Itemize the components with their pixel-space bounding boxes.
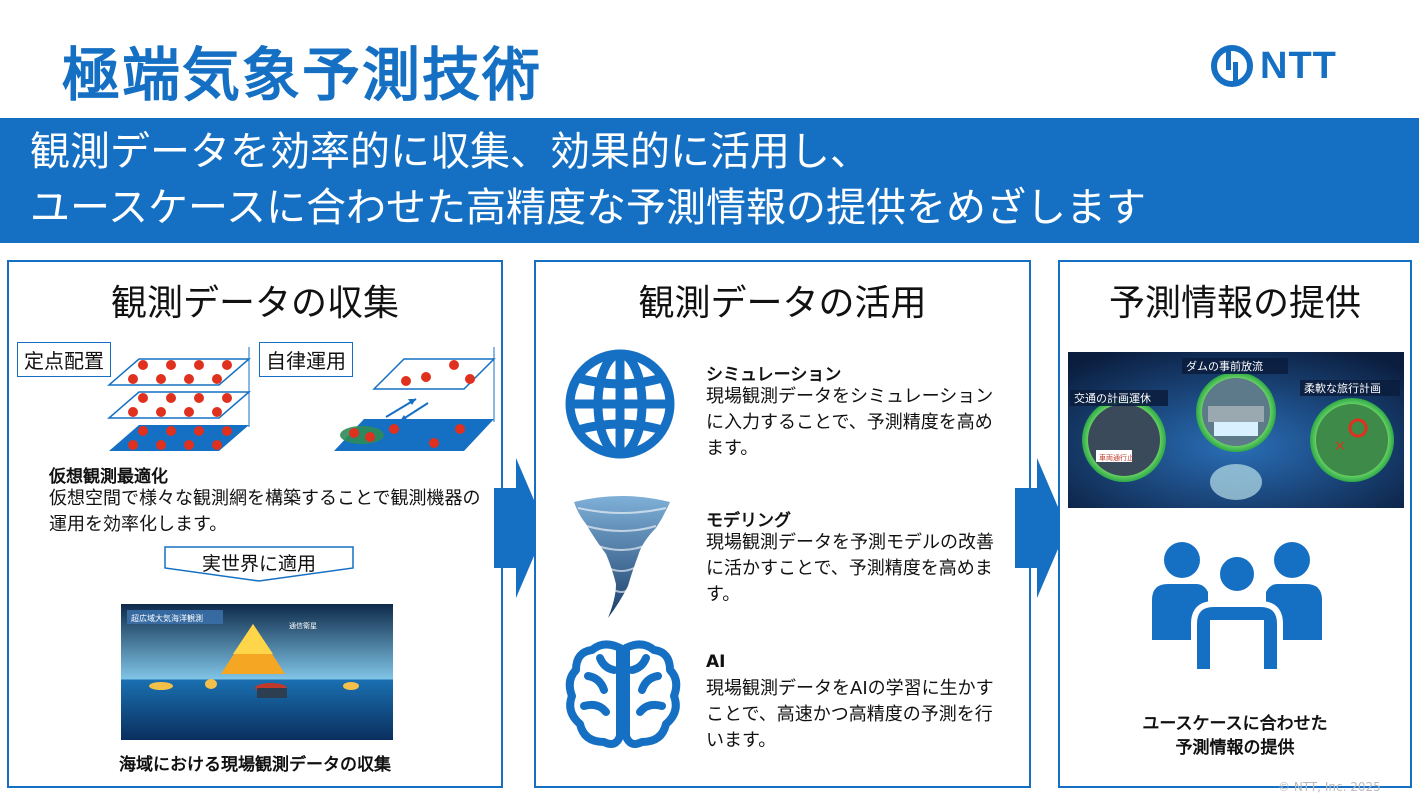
ocean-satellite-text: 通信衛星 bbox=[289, 621, 317, 630]
scene-travel-text: 柔軟な旅行計画 bbox=[1304, 381, 1381, 395]
scene-sign-text: 車両通行止 bbox=[1099, 453, 1134, 462]
banner-line-2: ユースケースに合わせた高精度な予測情報の提供をめざします bbox=[30, 185, 1146, 231]
item-heading: AI bbox=[706, 652, 726, 672]
banner-line-1: 観測データを効率的に収集、効果的に活用し、 bbox=[30, 129, 870, 175]
panel-title: 観測データの活用 bbox=[638, 283, 927, 324]
apply-arrow-icon bbox=[164, 546, 354, 582]
item-body: 現場観測データを予測モデルの改善に活かすことで、予測精度を高めます。 bbox=[706, 532, 994, 605]
flow-arrow-icon bbox=[494, 458, 546, 598]
item-heading: モデリング bbox=[706, 511, 791, 531]
item-heading: シミュレーション bbox=[706, 365, 842, 385]
panel-title: 観測データの収集 bbox=[110, 283, 399, 324]
apply-label: 実世界に適用 bbox=[201, 553, 316, 575]
fixed-placement-diagram bbox=[106, 347, 252, 451]
virtual-optimization-title: 仮想観測最適化 bbox=[49, 467, 168, 487]
virtual-optimization-body: 仮想空間で様々な観測網を構築することで観測機器の運用を効率化します。 bbox=[49, 488, 481, 535]
panel-title: 予測情報の提供 bbox=[1108, 283, 1361, 324]
panel-utilization: 観測データの活用 シミュレーション 現場観測データをシミュレーションに入力するこ… bbox=[534, 260, 1031, 788]
panel-collection: 観測データの収集 定点配置 自律運用 仮想観測最適化 仮想空間で様々な観測網を構… bbox=[7, 260, 503, 788]
usecase-line-2: 予測情報の提供 bbox=[1175, 738, 1295, 758]
usecase-caption: ユースケースに合わせた 予測情報の提供 bbox=[1060, 712, 1410, 760]
users-icon bbox=[1152, 542, 1322, 675]
flow-arrow-icon bbox=[1015, 458, 1067, 598]
panel-provision: 予測情報の提供 車両通行止 × 交通の計画運休 ダムの事前放流 柔軟な旅行計画 bbox=[1058, 260, 1412, 788]
scene-dam-text: ダムの事前放流 bbox=[1186, 359, 1263, 373]
tag-autonomous-operation: 自律運用 bbox=[259, 342, 353, 377]
tag-fixed-placement: 定点配置 bbox=[17, 342, 111, 377]
ocean-caption: 海域における現場観測データの収集 bbox=[119, 755, 391, 775]
autonomous-operation-diagram bbox=[334, 347, 496, 451]
page-title: 極端気象予測技術 bbox=[62, 41, 543, 109]
ocean-banner-text: 超広域大気海洋観測 bbox=[131, 613, 203, 623]
scene-traffic-text: 交通の計画運休 bbox=[1074, 391, 1151, 405]
ntt-logo-mark-icon bbox=[1211, 45, 1253, 87]
brain-icon bbox=[565, 640, 681, 748]
svg-text:×: × bbox=[1334, 438, 1346, 454]
copyright: © NTT, Inc. 2025 bbox=[1278, 780, 1381, 794]
tornado-icon bbox=[574, 496, 670, 618]
usecase-line-1: ユースケースに合わせた bbox=[1142, 714, 1328, 734]
item-body: 現場観測データをAIの学習に生かすことで、高速かつ高精度の予測を行います。 bbox=[706, 678, 994, 751]
logo-text: NTT bbox=[1260, 44, 1337, 87]
ntt-logo: NTT bbox=[1210, 44, 1337, 88]
ocean-observation-image: 超広域大気海洋観測 通信衛星 bbox=[121, 604, 393, 740]
globe-icon bbox=[565, 349, 675, 459]
headline-banner: 観測データを効率的に収集、効果的に活用し、 ユースケースに合わせた高精度な予測情… bbox=[0, 118, 1419, 243]
item-body: 現場観測データをシミュレーションに入力することで、予測精度を高めます。 bbox=[706, 386, 994, 459]
usecase-scene-image: 車両通行止 × 交通の計画運休 ダムの事前放流 柔軟な旅行計画 bbox=[1068, 352, 1404, 508]
